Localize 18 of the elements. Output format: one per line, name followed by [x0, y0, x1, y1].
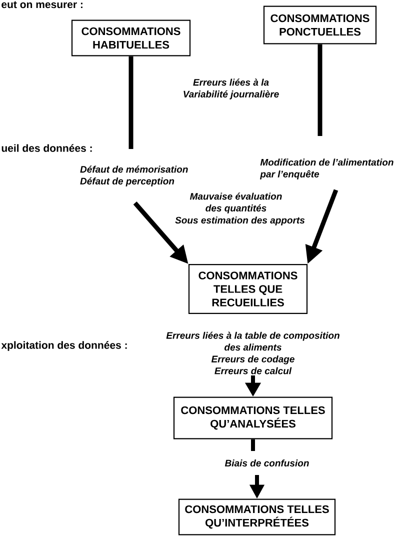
annotation: Erreurs liées à la table de composition des aliments Erreurs de codage Erreurs de calcul — [166, 332, 340, 374]
process-box: CONSOMMATIONS HABITUELLES — [71, 20, 191, 56]
annotation: Biais de confusion — [224, 460, 309, 466]
annotation: Défaut de mémorisation Défaut de perception — [80, 166, 188, 186]
connector-line — [251, 439, 255, 451]
annotation: Modification de l’alimentation par l’enquête — [260, 158, 394, 180]
annotation: Sous estimation des apports — [175, 216, 305, 226]
annotation: Erreurs liées à la Variabilité journalière — [184, 78, 279, 100]
section-heading: eut on mesurer : — [2, 1, 82, 8]
process-box: CONSOMMATIONS TELLES QU’INTERPRÉTÉES — [178, 498, 336, 536]
process-box: CONSOMMATIONS TELLES QUE RECUEILLIES — [188, 264, 308, 314]
annotation: Mauvaise évaluation des quantités — [190, 192, 282, 214]
connector-line — [128, 56, 134, 149]
section-heading: xploitation des données : — [1, 341, 127, 351]
process-box: CONSOMMATIONS TELLES QU’ANALYSÉES — [173, 396, 333, 440]
connector-line — [318, 44, 322, 136]
section-heading: ueil des données : — [2, 144, 92, 152]
process-box: CONSOMMATIONS PONCTUELLES — [263, 6, 377, 44]
